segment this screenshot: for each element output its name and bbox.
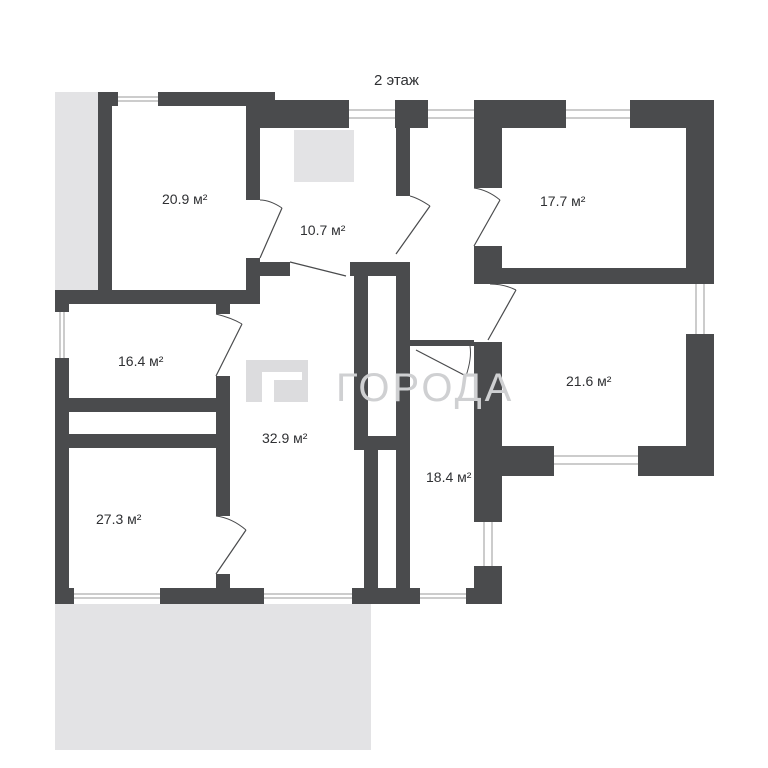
wall — [396, 100, 410, 196]
window — [264, 588, 352, 604]
wall — [354, 436, 410, 450]
terrace-bottom — [55, 602, 371, 750]
room-area-label: 18.4 м² — [426, 469, 472, 485]
terrace-left — [55, 92, 98, 290]
wall — [98, 92, 112, 304]
window — [428, 100, 474, 128]
wall — [410, 340, 474, 346]
window — [118, 92, 158, 106]
door — [487, 289, 517, 341]
wall — [354, 262, 368, 436]
wall — [55, 398, 230, 412]
wall — [364, 450, 378, 604]
wall — [474, 100, 502, 188]
windows — [55, 92, 714, 604]
window — [554, 446, 638, 476]
wall — [216, 290, 230, 314]
window — [686, 284, 714, 334]
wall — [396, 262, 410, 604]
room-area-label: 32.9 м² — [262, 430, 308, 446]
room-area-label: 10.7 м² — [300, 222, 346, 238]
door — [289, 261, 347, 277]
wall — [55, 434, 230, 448]
wall — [246, 100, 260, 200]
door — [259, 207, 283, 259]
wall — [474, 342, 502, 476]
window — [474, 522, 502, 566]
wall — [55, 290, 260, 304]
room-area-label: 20.9 м² — [162, 191, 208, 207]
window — [566, 100, 630, 128]
chimney-area — [294, 130, 354, 182]
watermark-logo-icon — [246, 360, 308, 402]
window — [55, 312, 69, 358]
wall — [216, 574, 230, 604]
wall — [246, 258, 260, 304]
room-area-label: 27.3 м² — [96, 511, 142, 527]
window — [74, 588, 160, 604]
doors — [215, 187, 517, 575]
door — [473, 199, 501, 247]
room-area-label: 17.7 м² — [540, 193, 586, 209]
wall — [216, 376, 230, 516]
watermark-text: ГОРОДА — [336, 366, 514, 410]
walls — [55, 92, 714, 604]
door — [395, 205, 431, 255]
room-area-label: 21.6 м² — [566, 373, 612, 389]
wall — [474, 268, 714, 284]
floor-title: 2 этаж — [374, 72, 419, 89]
door — [215, 529, 247, 575]
room-labels: 20.9 м² 10.7 м² 17.7 м² 16.4 м² 21.6 м² … — [96, 191, 612, 527]
door — [215, 323, 243, 377]
door — [415, 349, 467, 377]
watermark: ГОРОДА — [246, 360, 514, 410]
window — [349, 100, 395, 128]
room-area-label: 16.4 м² — [118, 353, 164, 369]
window — [420, 588, 466, 604]
wall — [260, 262, 290, 276]
